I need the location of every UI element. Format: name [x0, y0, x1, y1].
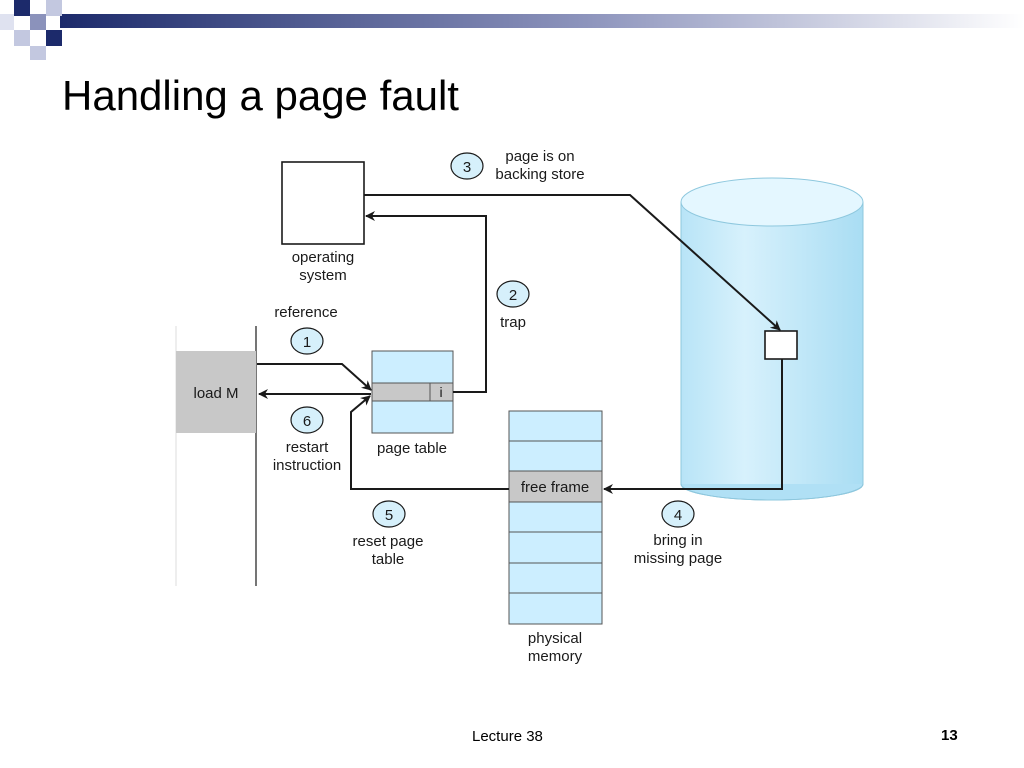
os-label-line1: operating [292, 249, 355, 266]
step-4-label-line2: missing page [634, 550, 722, 567]
header-square [46, 0, 62, 16]
free-frame [508, 470, 603, 503]
header-square [30, 46, 46, 60]
step-6-number: 6 [303, 413, 311, 430]
step-6-label-line1: restart [286, 439, 329, 456]
step-5-number: 5 [385, 507, 393, 524]
step-2-number: 2 [509, 287, 517, 304]
step-3-number: 3 [463, 159, 471, 176]
reference-label: reference [274, 304, 337, 321]
step-3-label-line2: backing store [495, 166, 584, 183]
arrow-reset-page-table [350, 395, 509, 490]
step-4-label-line1: bring in [653, 532, 702, 549]
memory-frame [508, 410, 603, 442]
memory-frame [508, 440, 603, 472]
step-5-label-line2: table [372, 551, 405, 568]
arrow-backing-store [364, 194, 781, 331]
header-square [46, 30, 62, 46]
step-6-badge: 6 [290, 406, 324, 434]
os-label-line2: system [299, 267, 347, 284]
step-1-badge: 1 [290, 327, 324, 355]
memory-frame [508, 501, 603, 533]
step-2-badge: 2 [496, 280, 530, 308]
header-square [14, 30, 30, 46]
step-5-label-line1: reset page [353, 533, 424, 550]
arrow-reference [257, 363, 372, 391]
step-5-badge: 5 [372, 500, 406, 528]
arrow-bring-in [603, 359, 783, 494]
memory-frame [508, 531, 603, 564]
header-decoration [0, 0, 1024, 60]
step-4-number: 4 [674, 507, 682, 524]
footer-lecture: Lecture 38 [472, 728, 543, 745]
operating-system-box [281, 161, 365, 245]
free-frame-label: free frame [521, 479, 589, 496]
header-gradient-bar [60, 14, 1024, 28]
load-instruction-label: load M [193, 385, 238, 402]
slide-title: Handling a page fault [62, 72, 459, 119]
arrow-trap [365, 211, 487, 393]
disk-bottom-curve [680, 483, 864, 501]
page-table-invalid-bit: i [439, 384, 442, 400]
disk-top [680, 177, 864, 227]
memory-frame [508, 562, 603, 594]
page-table-label: page table [377, 440, 447, 457]
step-1-number: 1 [303, 334, 311, 351]
header-square [0, 14, 14, 30]
header-square [14, 0, 30, 16]
page-number: 13 [941, 727, 958, 744]
missing-page-block [764, 330, 798, 360]
backing-store-disk [680, 177, 864, 501]
step-3-badge: 3 [450, 152, 484, 180]
header-square [30, 14, 46, 30]
physical-memory-label-line1: physical [528, 630, 582, 647]
step-6-label-line2: instruction [273, 457, 341, 474]
physical-memory [508, 410, 603, 625]
memory-frame [508, 592, 603, 625]
load-instruction-box [176, 351, 256, 433]
page-fault-diagram: operating system load M i page table fre… [175, 148, 864, 665]
step-2-label: trap [500, 314, 526, 331]
step-3-label-line1: page is on [505, 148, 574, 165]
step-4-badge: 4 [661, 500, 695, 528]
physical-memory-label-line2: memory [528, 648, 583, 665]
